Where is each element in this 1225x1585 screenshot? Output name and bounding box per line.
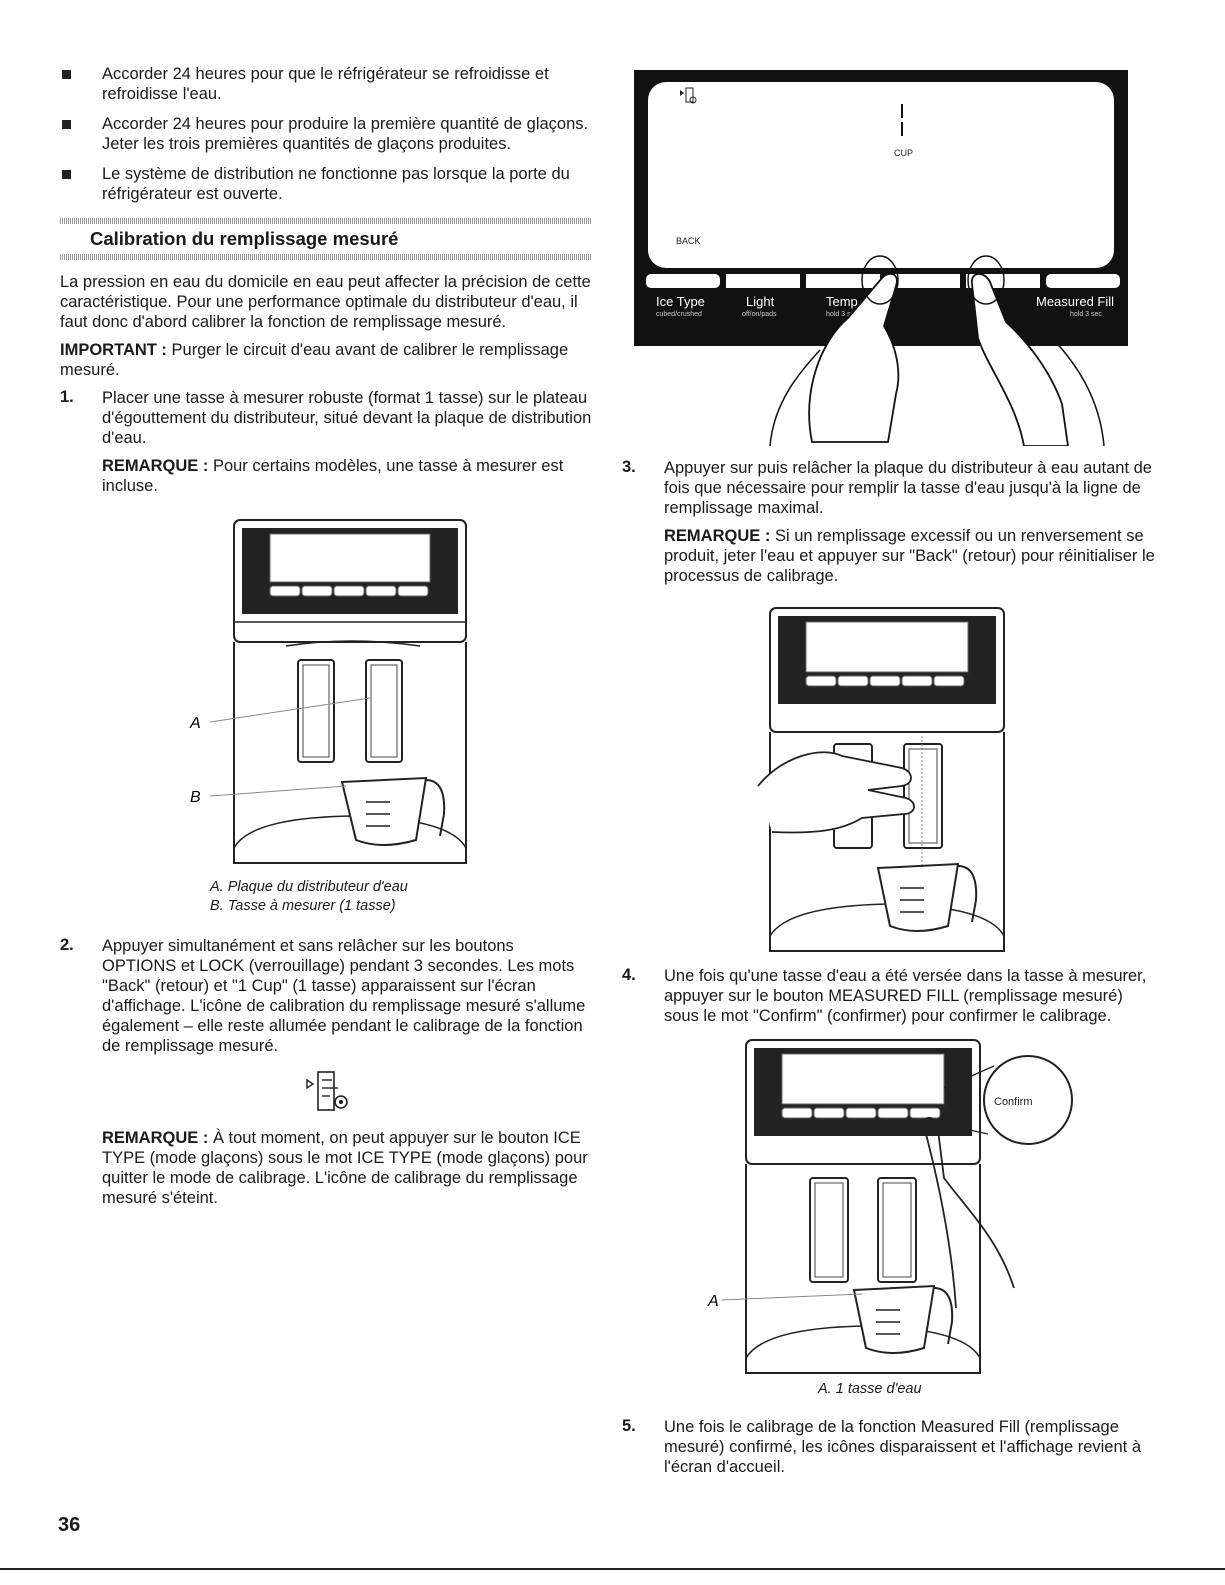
figure-1-caption: A. Plaque du distributeur d'eau B. Tasse… [210,879,408,914]
bullet-square-icon [62,170,71,179]
figure-label-b: B [190,789,201,806]
control-panel-figure: CUP BACK Ice Type cubed/crushed Light of… [634,70,1128,446]
section-divider [60,218,592,224]
page-bottom-rule [0,1568,1225,1570]
left-column: Accorder 24 heures pour que le réfrigéra… [60,64,592,1208]
list-item: Accorder 24 heures pour que le réfrigéra… [60,64,592,104]
intro-paragraph: La pression en eau du domicile en eau pe… [60,273,591,331]
cup-label: CUP [894,148,913,158]
button-label-measured-fill: Measured Fill [1036,294,1114,309]
step-4: 4. Une fois qu'une tasse d'eau a été ver… [622,966,1147,1025]
dispenser-figure-4: Confirm A [707,1039,1073,1374]
bullet-square-icon [62,70,71,79]
important-note: IMPORTANT : Purger le circuit d'eau avan… [60,341,569,379]
figure-label-a: A [189,715,201,732]
list-item: Le système de distribution ne fonctionne… [60,164,592,204]
figure-4-caption: A. 1 tasse d'eau [818,1381,922,1397]
confirm-callout-label: Confirm [994,1096,1033,1108]
button-sub-temp: hold 3 sec [826,311,858,318]
section-divider [60,254,592,260]
step-3: 3. Appuyer sur puis relâcher la plaque d… [622,458,1158,586]
measured-fill-calibration-icon [306,1071,348,1111]
step-1: 1. Placer une tasse à mesurer robuste (f… [60,388,592,495]
step-2-note-block: REMARQUE : À tout moment, on peut appuye… [60,1128,592,1208]
button-label-temp: Temp [826,294,858,309]
button-sub-measured-fill: hold 3 sec [1070,311,1102,318]
button-sub-ice-type: cubed/crushed [656,311,702,318]
list-item: Accorder 24 heures pour produire la prem… [60,114,592,154]
step-3-note: REMARQUE : Si un remplissage excessif ou… [664,527,1155,585]
step-2-note: REMARQUE : À tout moment, on peut appuye… [102,1129,588,1207]
right-column: CUP BACK Ice Type cubed/crushed Light of… [622,70,1158,1477]
button-label-ice-type: Ice Type [656,294,705,309]
step-1-note: REMARQUE : Pour certains modèles, une ta… [102,457,564,495]
button-label-light: Light [746,294,775,309]
bullet-square-icon [62,120,71,129]
button-sub-light: off/on/pads [742,311,777,318]
section-title: Calibration du remplissage mesuré [90,228,399,249]
back-label: BACK [676,236,701,246]
step-2: 2. Appuyer simultanément et sans relâche… [60,936,586,1055]
figure-4-label-a: A [707,1293,719,1310]
dispenser-figure-3 [757,607,1005,952]
page-number: 36 [58,1514,81,1536]
step-5: 5. Une fois le calibrage de la fonction … [622,1417,1141,1476]
dispenser-figure-1: A B [189,519,467,864]
